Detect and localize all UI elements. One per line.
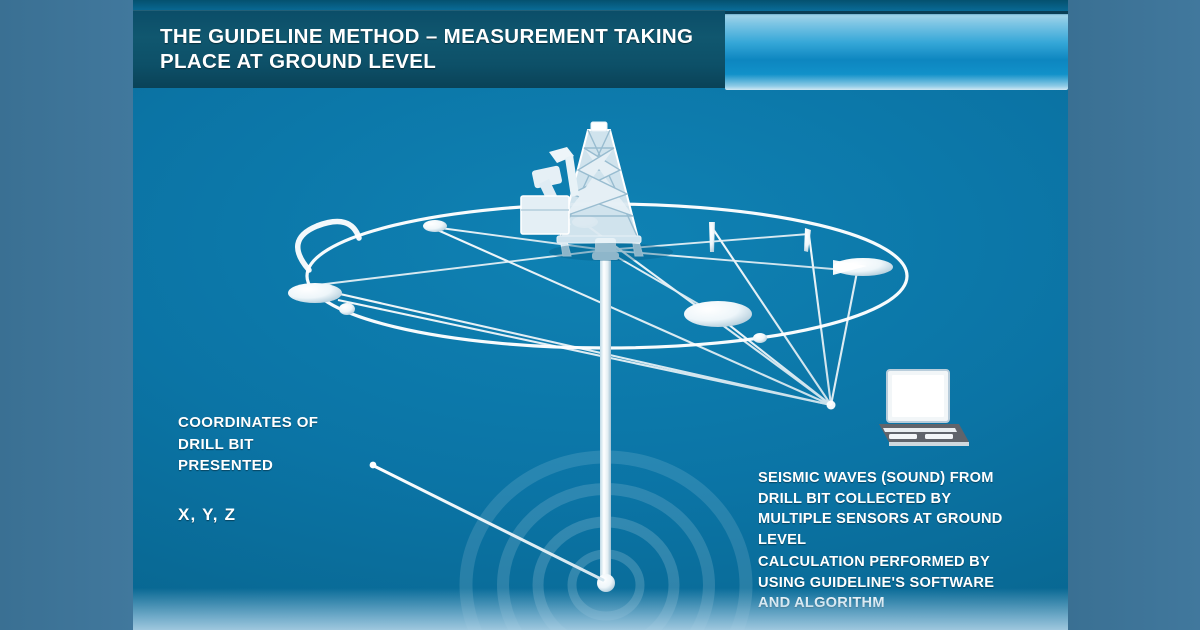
page-title: The Guideline Method – Measurement takin… — [160, 25, 694, 73]
sensor-node-icon — [684, 301, 752, 327]
drill-bit-leader-line — [369, 461, 605, 582]
title-banner: The Guideline Method – Measurement takin… — [133, 10, 725, 88]
slide-canvas: Coordinates of drill bit presented X, Y,… — [133, 0, 1068, 630]
seismic-note: Seismic waves (sound) from drill bit col… — [758, 470, 1003, 548]
sensor-node-icon — [423, 220, 447, 232]
equipment-box-icon — [520, 195, 570, 235]
arrowhead-icon — [833, 260, 867, 275]
sensor-node-icon — [804, 228, 811, 252]
letterbox-bar-right — [1068, 0, 1200, 630]
sensor-node-icon — [339, 303, 355, 315]
sensor-node-icon — [753, 333, 767, 343]
sensor-node-icon — [288, 283, 342, 303]
ground-shadow — [549, 243, 673, 261]
laptop-icon — [879, 369, 969, 446]
sensor-node-icon — [709, 222, 715, 252]
coordinates-label: Coordinates of drill bit presented — [178, 414, 319, 474]
letterbox-bar-left — [0, 0, 133, 630]
sensor-node-group — [288, 216, 893, 343]
calculation-note: Calculation performed by using Guideline… — [758, 554, 995, 611]
wellhead-icon — [592, 238, 619, 260]
collector-point — [826, 400, 836, 410]
drill-string — [597, 246, 615, 592]
gloss-pipe-decoration — [725, 11, 1068, 90]
diagram-artwork — [288, 121, 909, 630]
coordinates-value: X, Y, Z — [178, 505, 237, 524]
